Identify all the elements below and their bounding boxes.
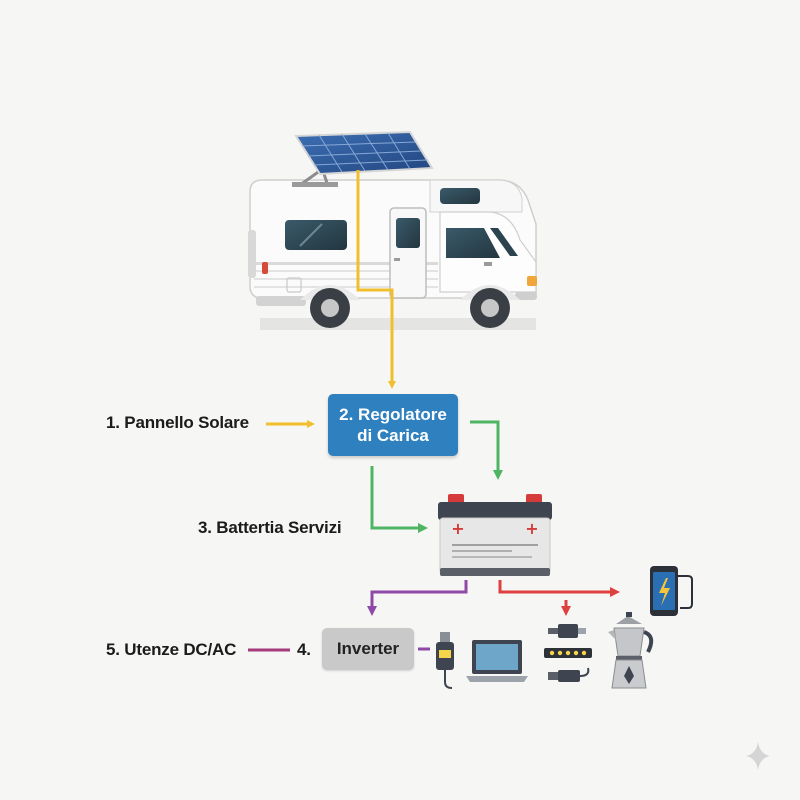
- svg-text:+: +: [451, 519, 464, 538]
- camper-van-icon: [248, 179, 537, 330]
- solar-panel-icon: [292, 130, 434, 187]
- moka-coffee-pot-icon: [608, 612, 654, 689]
- laptop-icon: [466, 640, 528, 682]
- inverter-label: Inverter: [336, 639, 400, 658]
- battery-icon: + +: [438, 494, 552, 576]
- label-service-battery: 3. Battertia Servizi: [198, 518, 342, 537]
- dc-line: [498, 580, 620, 597]
- charge-line-left: [370, 466, 428, 533]
- label-loads: 5. Utenze DC/AC: [106, 640, 237, 659]
- label-solar-panel: 1. Pannello Solare: [106, 413, 249, 432]
- ac-line: [367, 580, 468, 616]
- charge-line-right: [470, 420, 503, 480]
- usb-charger-icon: [548, 624, 586, 638]
- led-strip-icon: [544, 648, 592, 658]
- solar-cable-line: [356, 170, 396, 389]
- sparkle-icon: [746, 742, 770, 770]
- charge-regulator-label-line2: di Carica: [357, 426, 429, 445]
- charge-regulator-label-line1: 2. Regolatore: [339, 405, 447, 424]
- inverter-box: Inverter: [322, 628, 414, 670]
- usb-plug-icon: [436, 632, 454, 689]
- smartphone-icon: [650, 566, 693, 616]
- label-inverter-number: 4.: [297, 640, 311, 659]
- svg-text:+: +: [525, 519, 538, 538]
- cable-plug-icon: [548, 667, 590, 682]
- charge-regulator-box: 2. Regolatore di Carica: [328, 394, 458, 456]
